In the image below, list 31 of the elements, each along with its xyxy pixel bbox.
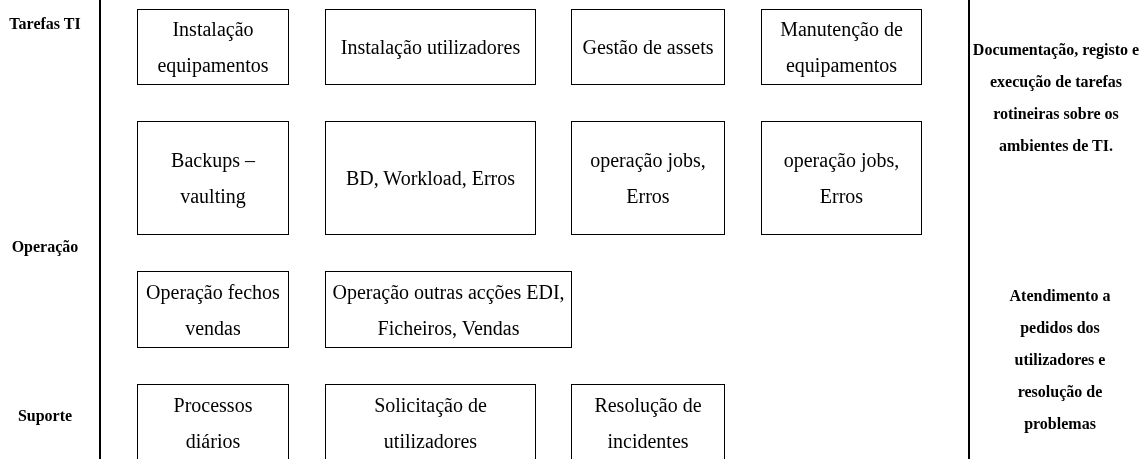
task-box <box>571 9 725 85</box>
task-text: BD, Workload, Erros <box>345 166 516 191</box>
task-text: Backups – vaulting <box>170 148 256 210</box>
task-text: Instalação utilizadores <box>340 35 521 61</box>
task-box <box>137 9 289 85</box>
task-text: Solicitação de utilizadores <box>373 393 488 454</box>
task-text: Operação fechos vendas <box>145 279 281 341</box>
task-box <box>325 384 536 459</box>
task-box <box>761 9 922 85</box>
task-text: Instalação equipamentos <box>156 17 270 79</box>
task-box <box>137 384 289 459</box>
category-label: Suporte <box>16 406 74 427</box>
task-box <box>761 121 922 235</box>
task-box <box>325 271 572 348</box>
category-label: Atendimento a pedidos dos utilizadores e resolução de problemas <box>1008 286 1112 435</box>
task-text: Gestão de assets <box>582 35 714 60</box>
task-text: operação jobs, Erros <box>782 148 901 209</box>
task-box <box>571 384 725 459</box>
task-text: Processos diários <box>172 393 254 454</box>
task-text: Manutenção de equipamentos <box>779 17 904 79</box>
category-label: Documentação, registo e execução de tarefas rotineiras sobre os ambientes de TI. <box>972 40 1140 156</box>
category-label: Tarefas TI <box>8 14 82 34</box>
task-text: Operação outras acções EDI, Ficheiros, Vendas <box>332 279 565 341</box>
task-box <box>325 121 536 235</box>
task-box <box>137 271 289 348</box>
category-label: Operação <box>10 237 80 258</box>
task-box <box>137 121 289 235</box>
task-text: operação jobs, Erros <box>589 148 707 209</box>
task-box <box>325 9 536 85</box>
task-text: Resolução de incidentes <box>593 393 703 454</box>
task-box <box>571 121 725 235</box>
